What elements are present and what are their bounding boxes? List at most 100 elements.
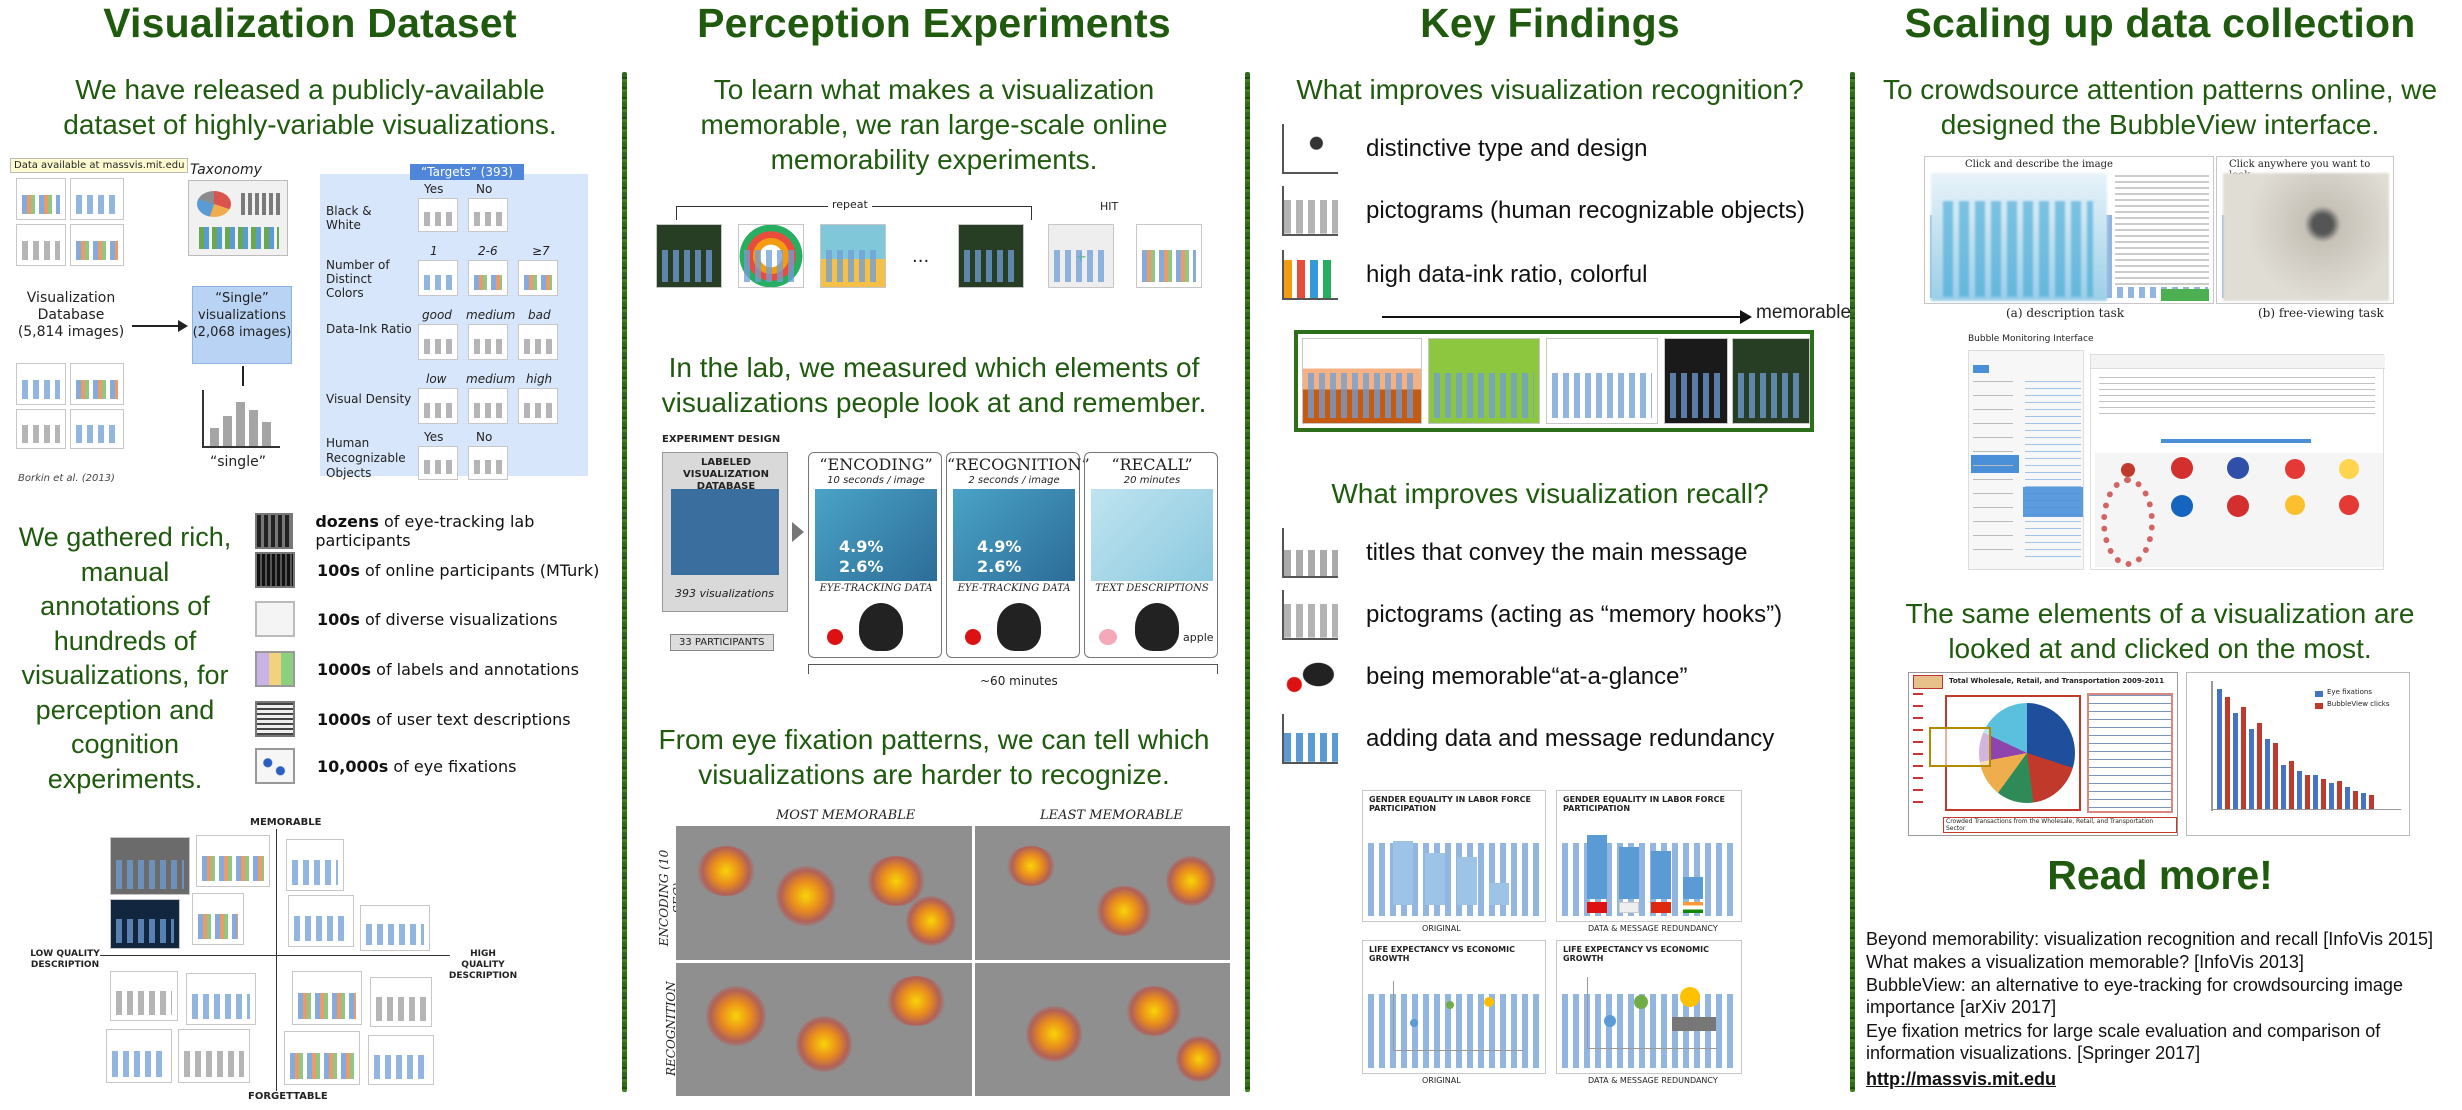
pie-figure: Total Wholesale, Retail, and Transportat… (1908, 672, 2178, 836)
most-memorable-label: MOST MEMORABLE (776, 808, 916, 823)
online-experiment-figure: repeat HIT ... + (656, 196, 1236, 296)
fixation-cross: + (1048, 224, 1114, 288)
least-memorable-label: LEAST MEMORABLE (1040, 808, 1183, 823)
description-task: Click and describe the image (1924, 156, 2214, 304)
labeled-db-box: LABELED VISUALIZATION DATABASE 393 visua… (662, 452, 788, 612)
column-divider (1245, 72, 1250, 1092)
target-row: Data-Ink Ratio good medium bad (326, 308, 588, 366)
monitor-main (2090, 354, 2385, 570)
crowd-icon (255, 552, 295, 588)
arrow-head (1740, 310, 1752, 324)
arrow (242, 366, 244, 386)
reference-item[interactable]: Beyond memorability: visualization recog… (1866, 929, 2433, 949)
annotation-item: 1000s of user text descriptions (255, 698, 571, 740)
repeat-label: repeat (828, 198, 872, 211)
redundancy-label: DATA & MESSAGE REDUNDANCY (1588, 924, 1718, 933)
recall-question: What improves visualization recall? (1331, 478, 1769, 509)
task-a-caption: (a) description task (2006, 306, 2125, 320)
scaling-title: Scaling up data collection (1904, 0, 2416, 46)
stage-encoding: “ENCODING” 10 seconds / image 4.9% 2.6% … (808, 452, 942, 658)
quadrant-left-label: LOW QUALITY DESCRIPTION (30, 949, 100, 970)
reference-item[interactable]: What makes a visualization memorable? [I… (1866, 952, 2304, 972)
citation: Borkin et al. (2013) (18, 473, 115, 484)
eye-fixations-icon (255, 748, 295, 784)
single-chart (202, 390, 280, 448)
findings-column: Key Findings What improves visualization… (1252, 0, 1852, 1110)
targets-header: “Targets” (393) (410, 164, 524, 180)
text-descriptions-icon (255, 701, 295, 737)
lab-lead: In the lab, we measured which elements o… (661, 352, 1207, 418)
duration-label: ~60 minutes (980, 674, 1058, 688)
stage-recall: “RECALL” 20 minutes TEXT DESCRIPTIONS ap… (1084, 452, 1218, 658)
task-b-caption: (b) free-viewing task (2258, 306, 2384, 320)
visualization-stack-icon (255, 601, 295, 637)
participants-badge: 33 PARTICIPANTS (670, 634, 774, 651)
trial-image (656, 224, 722, 288)
annotation-item: dozens of eye-tracking lab participants (255, 510, 620, 552)
pie-title: Total Wholesale, Retail, and Transportat… (1949, 677, 2165, 685)
finding-item: distinctive type and design (1282, 124, 1648, 174)
hit-label: HIT (1100, 200, 1119, 213)
bubbleview-tasks: Click and describe the image Click anywh… (1924, 156, 2394, 322)
target-row: Human Recognizable Objects Yes No (326, 430, 588, 492)
heatmap-grid (676, 826, 1230, 1096)
memorable-label: memorable (1756, 302, 1852, 323)
original-label: ORIGINAL (1422, 1076, 1461, 1085)
original-label: ORIGINAL (1422, 924, 1461, 933)
comparison-chart: Eye fixations BubbleView clicks (2186, 672, 2410, 836)
finding-item: titles that convey the main message (1282, 528, 1748, 578)
finding-item: adding data and message redundancy (1282, 714, 1774, 764)
trial-image (1136, 224, 1202, 288)
gathered-text: We gathered rich, manual annotations of … (18, 522, 232, 794)
ellipsis: ... (912, 246, 930, 267)
arrow-head (178, 320, 188, 332)
experiment-design-figure: EXPERIMENT DESIGN LABELED VISUALIZATION … (662, 434, 1222, 694)
pictogram-chart-icon (1282, 186, 1338, 236)
dataset-figure: Data available at massvis.mit.edu Visual… (10, 158, 590, 488)
pie-chart (1979, 703, 2075, 803)
example-chart: GENDER EQUALITY IN LABOR FORCE PARTICIPA… (1556, 790, 1742, 922)
annotation-item: 100s of diverse visualizations (255, 598, 558, 640)
arrow-head (792, 522, 804, 542)
duration-bracket (808, 664, 1218, 674)
example-chart: LIFE EXPECTANCY VS ECONOMIC GROWTH (1362, 940, 1546, 1074)
pie-footer: Crowded Transactions from the Wholesale,… (1943, 817, 2177, 833)
target-row: Number of Distinct Colors 1 2-6 ≥7 (326, 244, 588, 302)
colorful-chart-icon (1282, 250, 1338, 300)
stage-recognition: “RECOGNITION” 2 seconds / image 4.9% 2.6… (946, 452, 1090, 658)
column-divider (622, 72, 627, 1092)
fixation-lead: From eye fixation patterns, we can tell … (658, 724, 1210, 790)
single-box (192, 286, 292, 364)
quadrant-axis-v (276, 829, 277, 1091)
trial-image (958, 224, 1024, 288)
findings-title: Key Findings (1420, 0, 1680, 46)
dataset-lead: We have released a publicly-available da… (63, 74, 557, 140)
reference-item[interactable]: Eye fixation metrics for large scale eva… (1866, 1021, 2381, 1063)
quadrant-top-label: MEMORABLE (250, 817, 322, 828)
arrow (132, 325, 182, 327)
visualization-count: 393 visualizations (675, 587, 774, 600)
pictogram-chart-icon (1282, 590, 1338, 640)
scaling-column: Scaling up data collection To crowdsourc… (1858, 0, 2462, 1110)
legend-eye-fixations: Eye fixations (2327, 688, 2372, 696)
annotation-item: 1000s of labels and annotations (255, 648, 579, 690)
taxonomy-image (188, 180, 288, 256)
example-chart: GENDER EQUALITY IN LABOR FORCE PARTICIPA… (1362, 790, 1546, 922)
redundancy-label: DATA & MESSAGE REDUNDANCY (1588, 1076, 1718, 1085)
quadrant-right-label: HIGH QUALITY DESCRIPTION (448, 949, 518, 981)
dataset-title: Visualization Dataset (103, 0, 517, 46)
massvis-link[interactable]: http://massvis.mit.edu (1866, 1069, 2057, 1089)
trial-image (820, 224, 886, 288)
read-more-heading: Read more! (2047, 852, 2273, 898)
memorable-examples (1294, 330, 1814, 432)
quadrant-figure: MEMORABLE FORGETTABLE LOW QUALITY DESCRI… (20, 815, 520, 1105)
memorable-arrow (1382, 316, 1742, 318)
legend-bubbleview: BubbleView clicks (2327, 700, 2390, 708)
database-stack (16, 178, 124, 458)
reference-item[interactable]: BubbleView: an alternative to eye-tracki… (1866, 975, 2403, 1017)
labels-icon (255, 651, 295, 687)
single-label: “Single” visualizations (2,068 images) (192, 291, 292, 340)
trial-image (738, 224, 804, 288)
monitor-sidebar (1968, 350, 2084, 570)
distinctive-design-icon (1282, 124, 1338, 174)
